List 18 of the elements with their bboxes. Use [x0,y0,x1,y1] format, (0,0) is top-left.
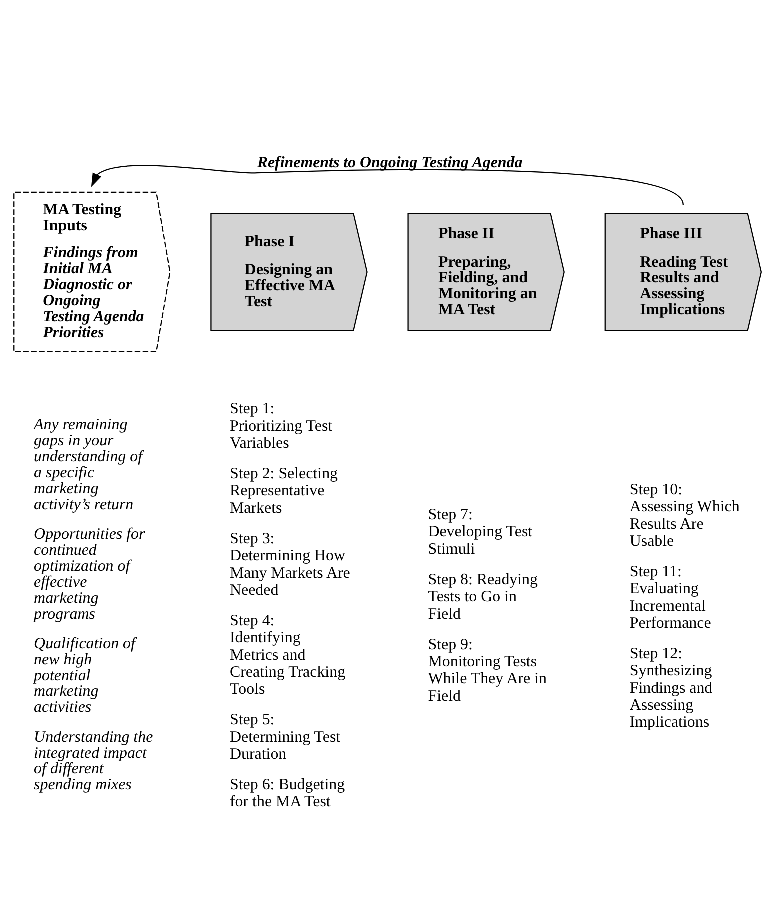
node-label: Step 11: Evaluating Incremental Performance [629,563,711,632]
node-label: Step 4: Identifying Metrics and Creating Tracking Tools [230,612,346,698]
node-label: Step 6: Budgeting for the MA Test [230,776,345,810]
node-label: Step 8: Readying Tests to Go in Field [428,571,538,622]
node-label: Step 5: Determining Test Duration [230,711,340,762]
node-label: Step 3: Determining How Many Markets Are Needed [230,530,350,598]
node-label: Understanding the integrated impact of different spending mixes [34,728,153,794]
node-label: Step 2: Selecting Representative Markets [230,465,338,516]
arrow [90,164,684,205]
node-label: Any remaining gaps in your understanding of a specific marketing activity’s return [34,416,142,513]
node-label: Step 1: Prioritizing Test Variables [230,400,332,452]
node-label: Step 10: Assessing Which Results Are Usable [629,481,740,550]
node-label: Step 7: Developing Test Stimuli [428,506,532,558]
edge-label: Refinements to Ongoing Testing Agenda [256,154,522,172]
node-label: Opportunities for continued optimization of effective marketing programs [34,526,145,622]
node-label: Step 12: Synthesizing Findings and Assessing Implications [629,645,712,730]
node-label: Step 9: Monitoring Tests While They Are in Field [428,636,546,704]
node-label: Qualification of new high potential marketing activities [34,634,135,716]
